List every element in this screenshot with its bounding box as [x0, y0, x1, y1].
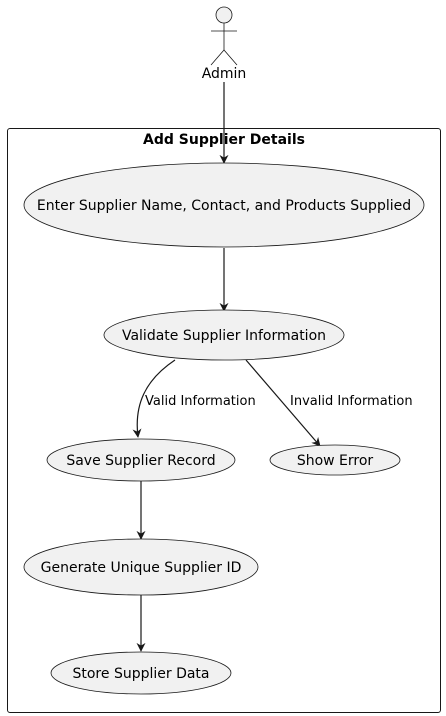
usecase-store-data-label: Store Supplier Data — [72, 666, 209, 682]
actor-label: Admin — [202, 66, 247, 82]
edges — [132, 82, 321, 652]
usecase-save-record-shape — [46, 438, 236, 482]
actor-legs — [210, 49, 238, 66]
usecase-validate[interactable]: Validate Supplier Information — [103, 309, 345, 361]
edge-label-invalid: Invalid Information — [290, 394, 413, 409]
actor-head — [215, 6, 233, 24]
usecase-save-record-label: Save Supplier Record — [66, 453, 215, 469]
usecase-show-error[interactable]: Show Error — [269, 444, 401, 476]
usecase-validate-shape — [103, 309, 345, 361]
usecase-store-data[interactable]: Store Supplier Data — [50, 651, 232, 695]
usecase-generate-id-label: Generate Unique Supplier ID — [41, 560, 242, 576]
usecase-enter-details[interactable]: Enter Supplier Name, Contact, and Produc… — [23, 162, 425, 248]
edge-validate-to-save — [132, 359, 176, 438]
usecase-generate-id[interactable]: Generate Unique Supplier ID — [23, 538, 259, 596]
usecase-generate-id-shape — [23, 538, 259, 596]
usecase-show-error-label: Show Error — [297, 453, 374, 469]
usecase-save-record[interactable]: Save Supplier Record — [46, 438, 236, 482]
edge-validate-to-error — [245, 359, 321, 447]
usecase-store-data-shape — [50, 651, 232, 695]
actor-admin[interactable]: Admin — [202, 6, 247, 82]
edge-label-valid: Valid Information — [145, 394, 256, 409]
usecase-show-error-shape — [269, 444, 401, 476]
usecase-enter-details-shape — [23, 162, 425, 248]
usecase-enter-details-label: Enter Supplier Name, Contact, and Produc… — [37, 198, 411, 214]
usecase-validate-label: Validate Supplier Information — [122, 328, 326, 344]
